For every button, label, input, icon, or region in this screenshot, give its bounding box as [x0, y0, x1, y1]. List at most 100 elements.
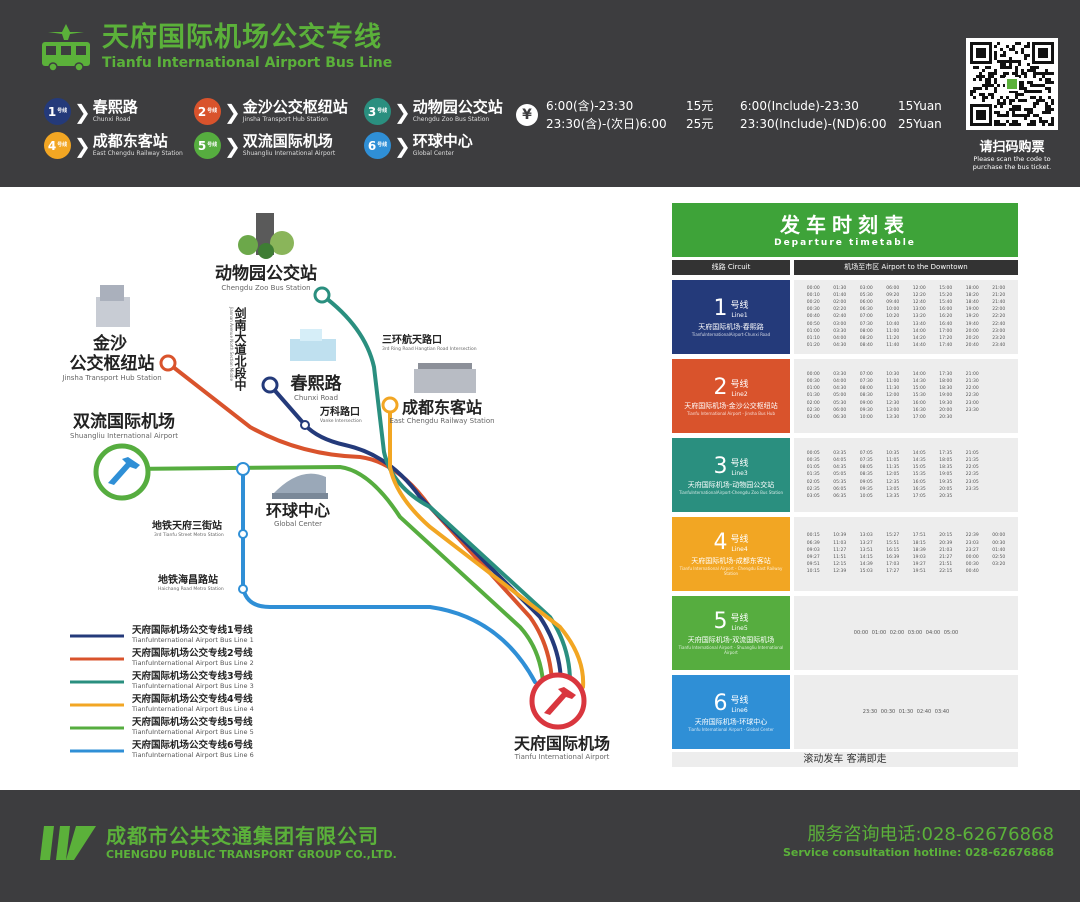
departure-time: 16:35: [912, 486, 926, 492]
departure-time: 04:00: [833, 336, 847, 341]
departure-time: 21:51: [939, 562, 953, 568]
hotline: 服务咨询电话:028-62676868 Service consultation…: [783, 824, 1054, 860]
departure-time: 02:00: [806, 400, 820, 406]
departure-time: 23:35: [965, 486, 979, 492]
departure-time: 02:30: [806, 407, 820, 413]
departure-time: 05:35: [833, 479, 847, 485]
departure-time: 08:40: [859, 343, 873, 349]
departure-time: 01:30: [806, 393, 820, 399]
departure-time: 21:03: [939, 547, 953, 553]
departure-time: 18:15: [912, 540, 926, 546]
departure-time: 11:30: [886, 386, 900, 392]
departure-time: 11:27: [833, 547, 847, 553]
departure-time: 15:27: [886, 533, 900, 539]
departure-time: 18:05: [939, 457, 953, 463]
departure-time: 13:51: [859, 547, 873, 553]
stop-sanhuan: 三环航天路口: [382, 333, 442, 346]
departure-time: 13:27: [859, 540, 873, 546]
departure-time: 17:40: [939, 343, 953, 349]
legend-label-cn: 天府国际机场公交专线6号线: [132, 739, 253, 751]
departure-time: 18:40: [965, 299, 979, 305]
departure-time: 02:35: [806, 486, 820, 492]
departure-time: 20:05: [939, 486, 953, 492]
departure-time: 19:03: [912, 555, 926, 560]
east-station-landmark-icon: [414, 363, 476, 393]
departure-time: 00:00: [992, 533, 1006, 539]
departure-time: 20:00: [965, 328, 979, 334]
departure-time: [986, 493, 1013, 500]
departure-time: 20:15: [939, 533, 953, 539]
chevron-right-icon: ❯: [394, 133, 411, 158]
chevron-right-icon: ❯: [224, 133, 241, 158]
line-name-cn: 成都东客站: [92, 132, 168, 150]
station-shuangliu: 双流国际机场: [73, 411, 175, 432]
departure-time: 03:00: [859, 285, 873, 291]
departure-times: 00:00 01:00 02:00 03:00 04:00 05:00: [853, 630, 959, 636]
departure-time: 12:30: [886, 400, 900, 406]
departure-time: 10:15: [806, 569, 820, 575]
departure-time: 02:00: [833, 299, 847, 305]
departure-time: 08:20: [859, 336, 873, 341]
legend-label-cn: 天府国际机场公交专线5号线: [132, 716, 253, 728]
yen-icon: ¥: [516, 104, 538, 126]
departure-time: 00:00: [806, 371, 820, 377]
qr-label-en: Please scan the code to: [973, 155, 1051, 163]
fare-price-en: 15Yuan: [898, 99, 942, 113]
departure-time: 23:05: [965, 479, 979, 485]
departure-time: 03:20: [992, 562, 1006, 568]
main-panel: 动物园公交站 Chengdu Zoo Bus Station 金沙 公交枢纽站 …: [0, 187, 1080, 790]
departure-time: 09:00: [859, 400, 873, 406]
departure-time: 18:30: [939, 386, 953, 392]
departure-time: 03:30: [833, 371, 847, 377]
departure-time: 22:00: [992, 307, 1006, 313]
station-east: 成都东客站: [402, 398, 482, 417]
hotline-en: Service consultation hotline: 028-626768…: [782, 846, 1054, 859]
hotline-cn[interactable]: 服务咨询电话:028-62676868: [807, 824, 1054, 845]
departure-time: 22:00: [965, 386, 979, 392]
departure-time: 10:00: [886, 307, 900, 313]
line-name-en: Chunxi Road: [92, 116, 131, 123]
timetable-title-cn: 发车时刻表: [780, 213, 910, 237]
departure-time: 11:00: [886, 378, 900, 384]
departure-time: 14:30: [912, 378, 926, 384]
departure-time: 18:39: [912, 547, 926, 553]
chevron-right-icon: ❯: [74, 99, 91, 124]
station-jinsha: 公交枢纽站: [70, 353, 155, 374]
station-zoo-en: Chengdu Zoo Bus Station: [221, 284, 310, 292]
departure-time: 10:40: [886, 321, 900, 327]
station-jinsha-en: Jinsha Transport Hub Station: [61, 374, 161, 382]
departure-time: 19:30: [939, 400, 953, 406]
legend-label-en: TianfuInternational Airport Bus Line 2: [131, 659, 254, 667]
departure-time: 10:39: [833, 533, 847, 539]
departure-time: [959, 493, 986, 500]
departure-time: [986, 371, 1013, 378]
station-chunxi: 春熙路: [291, 373, 343, 394]
departure-time: 12:20: [912, 292, 926, 298]
departure-time: 11:20: [886, 336, 900, 341]
fare-price-cn: 15元: [686, 99, 714, 113]
departure-time: 20:00: [939, 407, 953, 413]
col-line: 线路 Circuit: [672, 260, 790, 275]
departure-time: 15:40: [939, 299, 953, 305]
qr-code[interactable]: [966, 38, 1058, 130]
departure-time: 21:00: [992, 285, 1006, 291]
jinsha-landmark-icon: [96, 285, 130, 327]
line-name-cn: 金沙公交枢纽站: [242, 98, 348, 116]
departure-time: 14:05: [912, 450, 926, 456]
route-line-3: [320, 293, 572, 684]
departure-time: 17:00: [912, 415, 926, 420]
departure-time: 09:03: [806, 547, 820, 553]
company-name-en: CHENGDU PUBLIC TRANSPORT GROUP CO.,LTD.: [106, 848, 397, 861]
departure-time: 10:30: [886, 371, 900, 377]
col-direction: 机场至市区 Airport to the Downtown: [794, 260, 1018, 275]
departure-time: 09:35: [859, 486, 873, 492]
departure-time: 00:30: [992, 540, 1006, 546]
